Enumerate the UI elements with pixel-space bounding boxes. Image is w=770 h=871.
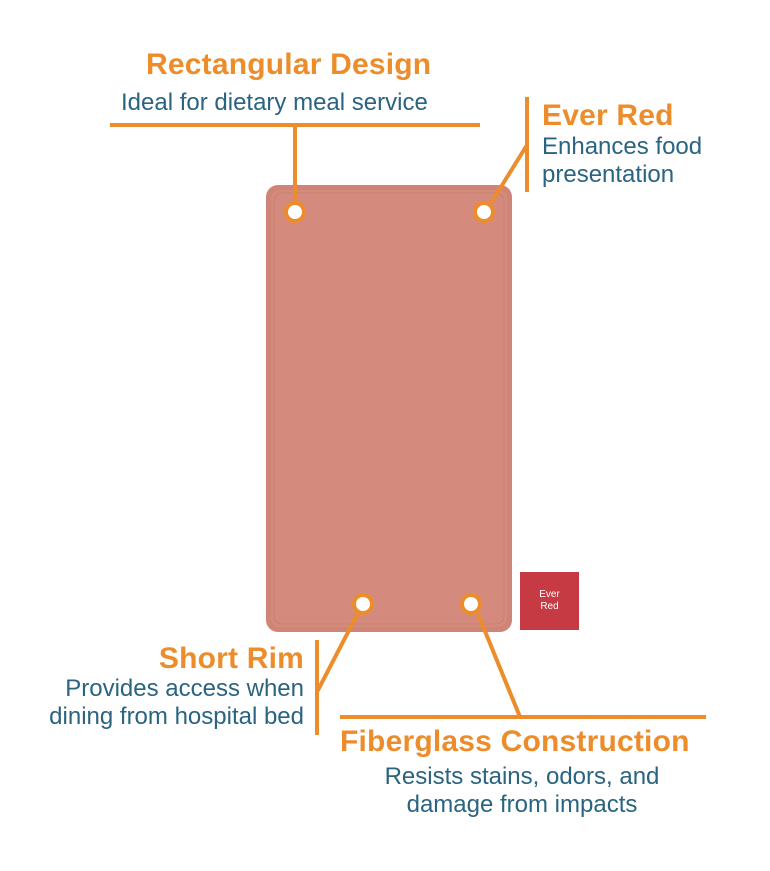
short-rim-description-line-1: Provides access when — [65, 675, 304, 702]
fiberglass-leader — [476, 613, 522, 718]
marker-fiberglass — [460, 593, 482, 615]
short-rim-leader — [315, 612, 360, 693]
tray-inner-edge — [273, 192, 505, 625]
marker-rectangular-design — [284, 201, 306, 223]
marker-ever-red — [473, 201, 495, 223]
marker-short-rim — [352, 593, 374, 615]
short-rim-description-line-2: dining from hospital bed — [49, 703, 304, 730]
swatch-label-line-1: Ever — [539, 589, 560, 600]
tray-surface — [271, 190, 507, 627]
ever-red-description-line-1: Enhances food — [542, 133, 703, 160]
tray — [266, 185, 512, 632]
rectangular-design-title: Rectangular Design — [146, 48, 432, 81]
rectangular-design-description: Ideal for dietary meal service — [121, 89, 428, 116]
ever-red-title: Ever Red — [542, 99, 674, 132]
callout-lines — [110, 97, 706, 735]
swatch-label-line-2: Red — [540, 601, 559, 612]
fiberglass-construction-description-line-1: Resists stains, odors, and — [384, 763, 660, 790]
ever-red-leader — [489, 143, 529, 205]
fiberglass-construction-description-line-2: damage from impacts — [406, 791, 638, 818]
ever-red-description-line-2: presentation — [542, 161, 675, 188]
callout-markers — [284, 201, 495, 615]
ever-red-color-swatch: Ever Red — [520, 572, 579, 630]
short-rim-title: Short Rim — [158, 642, 304, 675]
fiberglass-construction-title: Fiberglass Construction — [340, 725, 690, 758]
